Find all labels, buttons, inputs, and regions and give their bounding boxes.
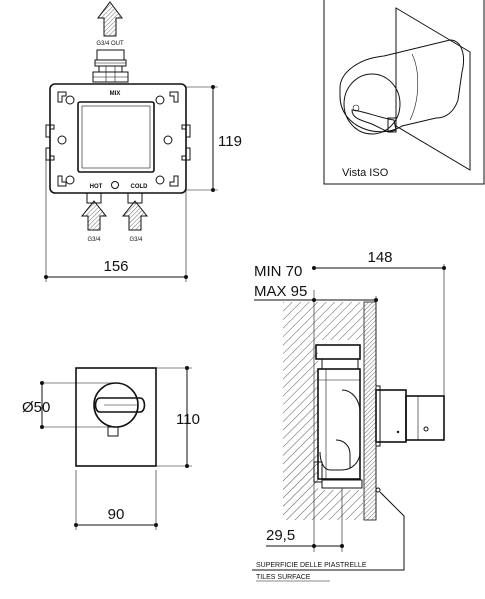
max-depth-label: MAX 95 [254,283,307,300]
iso-view-frame [323,0,485,185]
box-height-value: 119 [218,133,242,150]
outlet-label: G3/4 OUT [96,41,124,47]
tiles-surface-leader: SUPERFICIE DELLE PIASTRELLE TILES SURFAC… [252,487,405,582]
trim-plate [75,367,157,467]
total-depth-value: 148 [367,249,392,266]
iso-view-label: Vista ISO [342,167,389,179]
box-front-view: G3/4 OUT MIX [44,1,242,282]
dimension-offset: 29,5 [266,488,344,552]
trim-side-view [375,385,445,447]
dimension-box-height: 119 [186,85,242,192]
offset-value: 29,5 [266,527,295,544]
tiles-surface-label-it: SUPERFICIE DELLE PIASTRELLE [256,562,367,569]
inlet-cold-label: G3/4 [129,237,143,243]
valve-body [313,344,363,489]
section-view: MIN 70 MAX 95 148 29,5 SUPERFICIE DELLE [252,249,446,582]
mounting-slot-icon [45,91,191,187]
min-depth-label: MIN 70 [254,263,302,280]
mix-label: MIX [110,91,121,97]
hot-label: HOT [90,184,103,190]
dimension-plate-height: 110 [156,366,200,468]
outlet-connector [92,49,129,83]
dimension-plate-width: 90 [74,470,158,530]
plate-width-value: 90 [108,506,125,523]
cold-label: COLD [131,184,149,190]
tiles-surface-label-en: TILES SURFACE [256,574,311,581]
dimension-total-depth: 148 [312,249,446,396]
plate-height-value: 110 [176,411,200,428]
outlet-arrow-icon [97,1,123,37]
dimension-box-width: 156 [44,160,188,282]
inlet-hot-arrow-icon [80,200,108,231]
inlet-hot-label: G3/4 [87,237,101,243]
inlet-cold-arrow-icon [121,200,149,231]
box-width-value: 156 [103,258,128,275]
plate-front-view: Ø50 110 90 [22,366,200,530]
knob-diameter-value: Ø50 [22,399,50,416]
tile-layer [363,301,377,521]
dimension-knob-diameter: Ø50 [22,381,116,429]
box-cavity [77,101,155,173]
box-frame [49,83,187,194]
iso-view: Vista ISO [323,0,485,185]
